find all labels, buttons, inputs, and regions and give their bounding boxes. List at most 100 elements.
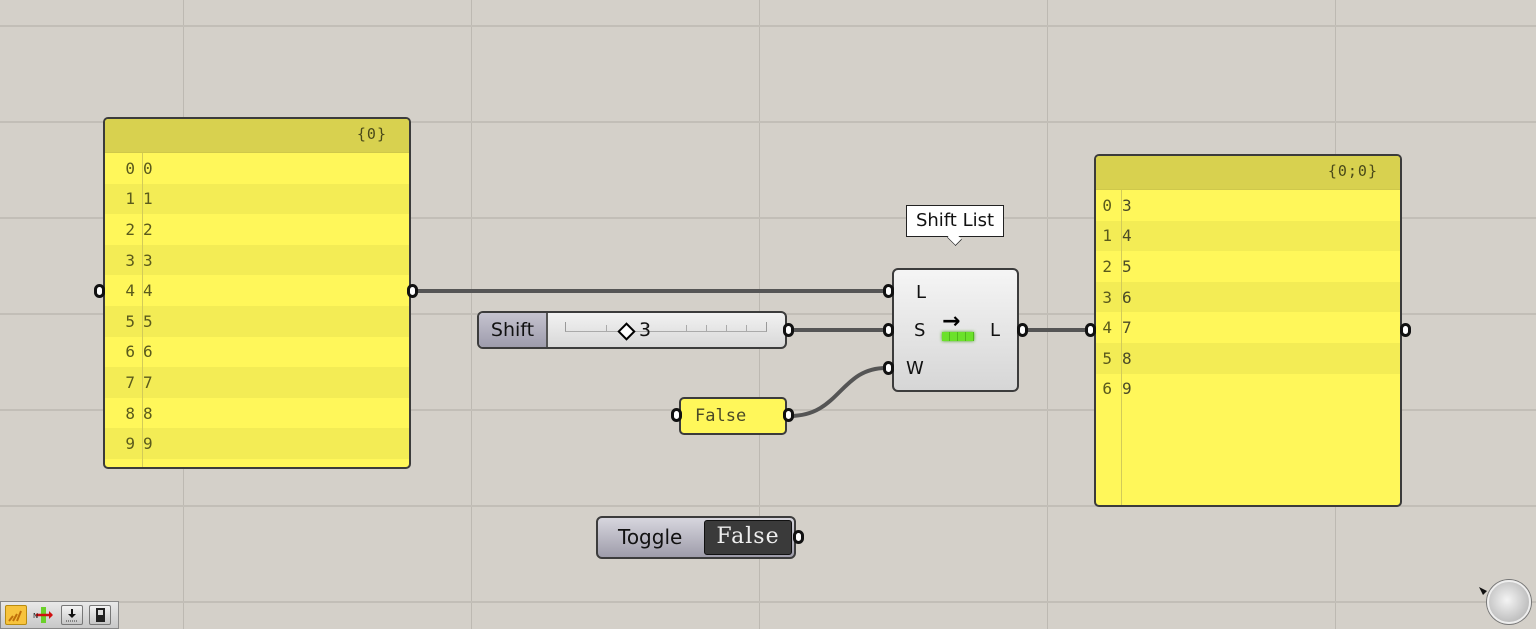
slider-value: 3: [639, 319, 652, 341]
wrap-value-panel[interactable]: False: [679, 397, 787, 435]
index-divider: [1121, 156, 1122, 505]
data-path: {0}: [356, 125, 387, 143]
shift-list-icon: →: [940, 311, 974, 342]
panel-header: {0;0}: [1096, 156, 1400, 190]
row-index: 2: [125, 219, 135, 239]
navigation-icon[interactable]: N: [33, 605, 55, 625]
index-divider: [142, 119, 143, 467]
svg-text:N: N: [33, 612, 38, 620]
input-label-shift: S: [914, 320, 926, 341]
shift-slider[interactable]: Shift 3: [477, 311, 787, 349]
download-icon[interactable]: [61, 605, 83, 625]
grid-line: [0, 505, 1536, 507]
slider-out-port[interactable]: [783, 323, 794, 337]
toggle-value[interactable]: False: [704, 520, 792, 555]
row-index: 0: [1102, 195, 1112, 215]
row-index: 0: [125, 158, 135, 178]
component-in-port-L[interactable]: [883, 284, 894, 298]
component-in-port-W[interactable]: [883, 361, 894, 375]
component-in-port-S[interactable]: [883, 323, 894, 337]
row-index: 3: [1102, 287, 1112, 307]
row-index: 4: [125, 281, 135, 301]
row-index: 1: [1102, 226, 1112, 246]
row-value: 8: [1122, 348, 1132, 368]
output-label-list: L: [990, 320, 1001, 341]
row-index: 6: [125, 342, 135, 362]
row-value: 3: [1122, 195, 1132, 215]
toggle-out-port[interactable]: [793, 530, 804, 544]
row-value: 9: [143, 434, 153, 454]
row-value: 5: [1122, 256, 1132, 276]
row-value: 4: [1122, 226, 1132, 246]
row-value: 7: [143, 372, 153, 392]
output-panel-in-port[interactable]: [1085, 323, 1096, 337]
preview-icon[interactable]: [5, 605, 27, 625]
row-value: 5: [143, 311, 153, 331]
boolean-toggle[interactable]: Toggle False: [596, 516, 796, 559]
row-index: 8: [125, 403, 135, 423]
data-path: {0;0}: [1327, 162, 1378, 180]
row-value: 4: [143, 281, 153, 301]
row-value: 3: [143, 250, 153, 270]
shift-list-component[interactable]: L S W L →: [892, 268, 1019, 392]
row-index: 6: [1102, 379, 1112, 399]
row-value: 1: [143, 189, 153, 209]
row-value: 8: [143, 403, 153, 423]
grid-line: [0, 25, 1536, 27]
row-value: 6: [143, 342, 153, 362]
wrap-panel-in-port[interactable]: [671, 408, 682, 422]
row-index: 5: [125, 311, 135, 331]
input-panel-in-port[interactable]: [94, 284, 105, 298]
window-icon[interactable]: [89, 605, 111, 625]
wrap-panel-out-port[interactable]: [783, 408, 794, 422]
pin-icon: [1479, 587, 1487, 595]
row-value: 6: [1122, 287, 1132, 307]
output-panel-out-port[interactable]: [1400, 323, 1411, 337]
component-tooltip: Shift List: [906, 205, 1004, 237]
row-index: 5: [1102, 348, 1112, 368]
grid-line: [0, 121, 1536, 123]
row-value: 9: [1122, 379, 1132, 399]
canvas-toolbar: N: [0, 601, 119, 629]
row-index: 1: [125, 189, 135, 209]
row-index: 7: [125, 372, 135, 392]
canvas-navigation-ball[interactable]: [1487, 580, 1531, 624]
grid-line: [0, 601, 1536, 603]
row-value: 0: [143, 158, 153, 178]
input-panel-out-port[interactable]: [407, 284, 418, 298]
slider-name: Shift: [479, 313, 548, 347]
grid-line: [0, 217, 1536, 219]
input-label-list: L: [916, 282, 927, 303]
row-value: 2: [143, 219, 153, 239]
row-index: 9: [125, 434, 135, 454]
toggle-name: Toggle: [618, 525, 683, 549]
component-out-port-L[interactable]: [1017, 323, 1028, 337]
slider-track[interactable]: [565, 322, 767, 332]
panel-header: {0}: [105, 119, 409, 153]
row-index: 3: [125, 250, 135, 270]
row-index: 2: [1102, 256, 1112, 276]
input-label-wrap: W: [906, 358, 924, 379]
row-index: 4: [1102, 318, 1112, 338]
row-value: 7: [1122, 318, 1132, 338]
